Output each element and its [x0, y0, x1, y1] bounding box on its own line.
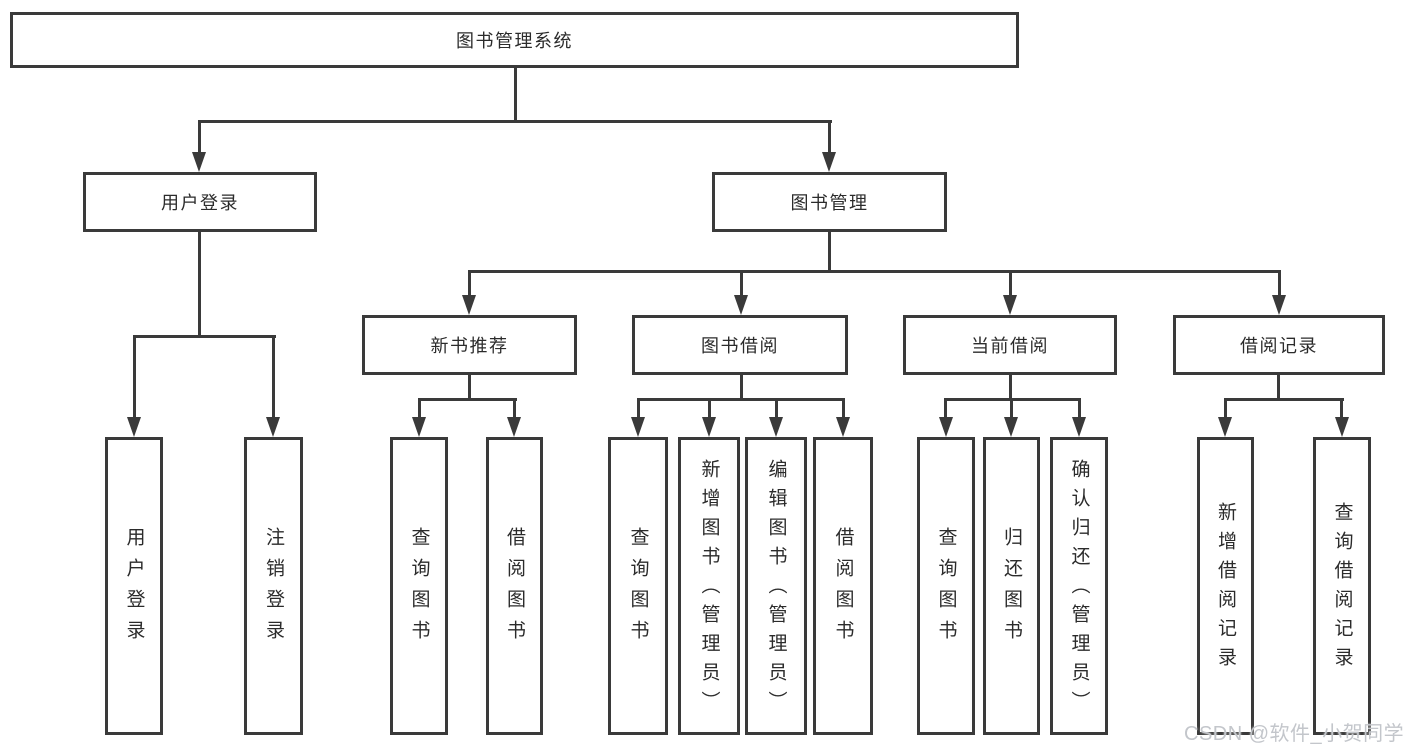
arrow-down-icon [266, 417, 280, 437]
arrow-down-icon [192, 152, 206, 172]
connector-line [198, 120, 201, 154]
arrow-down-icon [822, 152, 836, 172]
arrow-down-icon [1218, 417, 1232, 437]
arrow-down-icon [412, 417, 426, 437]
node-book-borrowing: 图书借阅 [632, 315, 848, 375]
connector-line [1278, 270, 1281, 297]
arrow-down-icon [1003, 295, 1017, 315]
arrow-down-icon [1272, 295, 1286, 315]
leaf-return-books: 归还图书 [983, 437, 1040, 735]
arrow-down-icon [836, 417, 850, 437]
connector-line [468, 270, 1281, 273]
connector-line [1078, 398, 1081, 419]
node-borrowing-records: 借阅记录 [1173, 315, 1385, 375]
arrow-down-icon [1072, 417, 1086, 437]
arrow-down-icon [631, 417, 645, 437]
connector-line [740, 270, 743, 297]
connector-line [1224, 398, 1227, 419]
connector-line [775, 398, 778, 419]
connector-line [1277, 375, 1280, 401]
node-root-library-system: 图书管理系统 [10, 12, 1019, 68]
arrow-down-icon [1335, 417, 1349, 437]
leaf-query-books-current: 查询图书 [917, 437, 975, 735]
connector-line [418, 398, 421, 419]
connector-line [133, 335, 276, 338]
connector-line [637, 398, 640, 419]
connector-line [272, 335, 275, 419]
connector-line [198, 120, 832, 123]
connector-line [133, 335, 136, 419]
connector-line [1010, 398, 1013, 419]
connector-line [513, 398, 516, 419]
arrow-down-icon [127, 417, 141, 437]
arrow-down-icon [462, 295, 476, 315]
leaf-borrow-books-borrowing: 借阅图书 [813, 437, 873, 735]
arrow-down-icon [769, 417, 783, 437]
leaf-confirm-return-admin: 确认归还（管理员） [1050, 437, 1108, 735]
leaf-query-books-borrowing: 查询图书 [608, 437, 668, 735]
connector-line [944, 398, 947, 419]
connector-line [468, 375, 471, 401]
connector-line [637, 398, 845, 401]
node-current-borrowing: 当前借阅 [903, 315, 1117, 375]
leaf-add-borrow-record: 新增借阅记录 [1197, 437, 1254, 735]
node-book-management: 图书管理 [712, 172, 947, 232]
connector-line [1009, 270, 1012, 297]
connector-line [842, 398, 845, 419]
arrow-down-icon [702, 417, 716, 437]
connector-line [828, 120, 831, 154]
connector-line [1224, 398, 1344, 401]
connector-line [1009, 375, 1012, 401]
leaf-add-books-admin: 新增图书（管理员） [678, 437, 740, 735]
leaf-logout: 注销登录 [244, 437, 303, 735]
node-new-book-recommendation: 新书推荐 [362, 315, 577, 375]
leaf-edit-books-admin: 编辑图书（管理员） [745, 437, 807, 735]
connector-line [468, 270, 471, 297]
csdn-watermark: CSDN @软件_小贺同学 [1184, 723, 1405, 745]
connector-line [1340, 398, 1343, 419]
leaf-query-borrow-record: 查询借阅记录 [1313, 437, 1371, 735]
connector-line [418, 398, 517, 401]
connector-line [708, 398, 711, 419]
leaf-borrow-books-recommend: 借阅图书 [486, 437, 543, 735]
connector-line [828, 232, 831, 273]
connector-line [198, 232, 201, 335]
arrow-down-icon [507, 417, 521, 437]
arrow-down-icon [1004, 417, 1018, 437]
arrow-down-icon [939, 417, 953, 437]
leaf-query-books-recommend: 查询图书 [390, 437, 448, 735]
leaf-user-login: 用户登录 [105, 437, 163, 735]
connector-line [514, 68, 517, 123]
connector-line [740, 375, 743, 401]
arrow-down-icon [734, 295, 748, 315]
node-user-login: 用户登录 [83, 172, 317, 232]
